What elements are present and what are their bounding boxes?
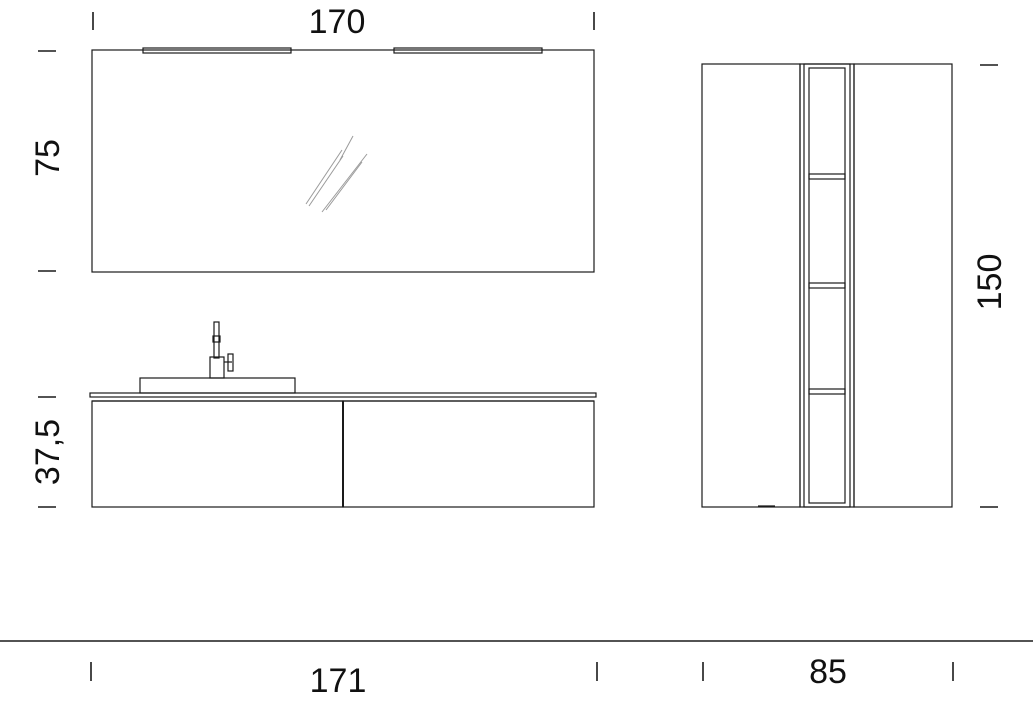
vanity-width-label: 171 [310,662,367,700]
vanity-height-label: 37,5 [29,419,67,485]
column-door-right [853,63,953,508]
faucet [209,321,234,379]
vanity-unit [89,321,597,508]
mirror-height-label: 75 [29,139,67,177]
column-height-dimension: 150 [971,64,1009,508]
lamp-right [393,47,543,54]
shelf [808,388,846,395]
lamp-left [142,47,292,54]
column-shelf-bay [808,67,846,504]
column-door-left [701,63,801,508]
drawer-left [91,400,344,508]
shelf [808,173,846,180]
vanity-width-dimension: 171 [90,662,598,700]
mirror [91,47,595,273]
countertop [89,392,597,398]
column-center-inner [803,63,851,508]
glass-reflection [305,135,368,213]
vanity-height-dimension: 37,5 [29,396,67,508]
basin [139,377,296,394]
column-height-label: 150 [971,254,1009,311]
column-center-frame [799,63,855,508]
shelf [808,282,846,289]
mirror-height-dimension: 75 [29,50,67,272]
mirror-frame [91,49,595,273]
mirror-width-dimension: 170 [92,3,595,41]
mirror-width-label: 170 [309,3,366,41]
column-width-label: 85 [809,653,847,691]
column-width-dimension: 85 [702,653,954,691]
shelves [808,173,846,395]
tall-column-unit [701,63,953,508]
drawer-right [342,400,595,508]
